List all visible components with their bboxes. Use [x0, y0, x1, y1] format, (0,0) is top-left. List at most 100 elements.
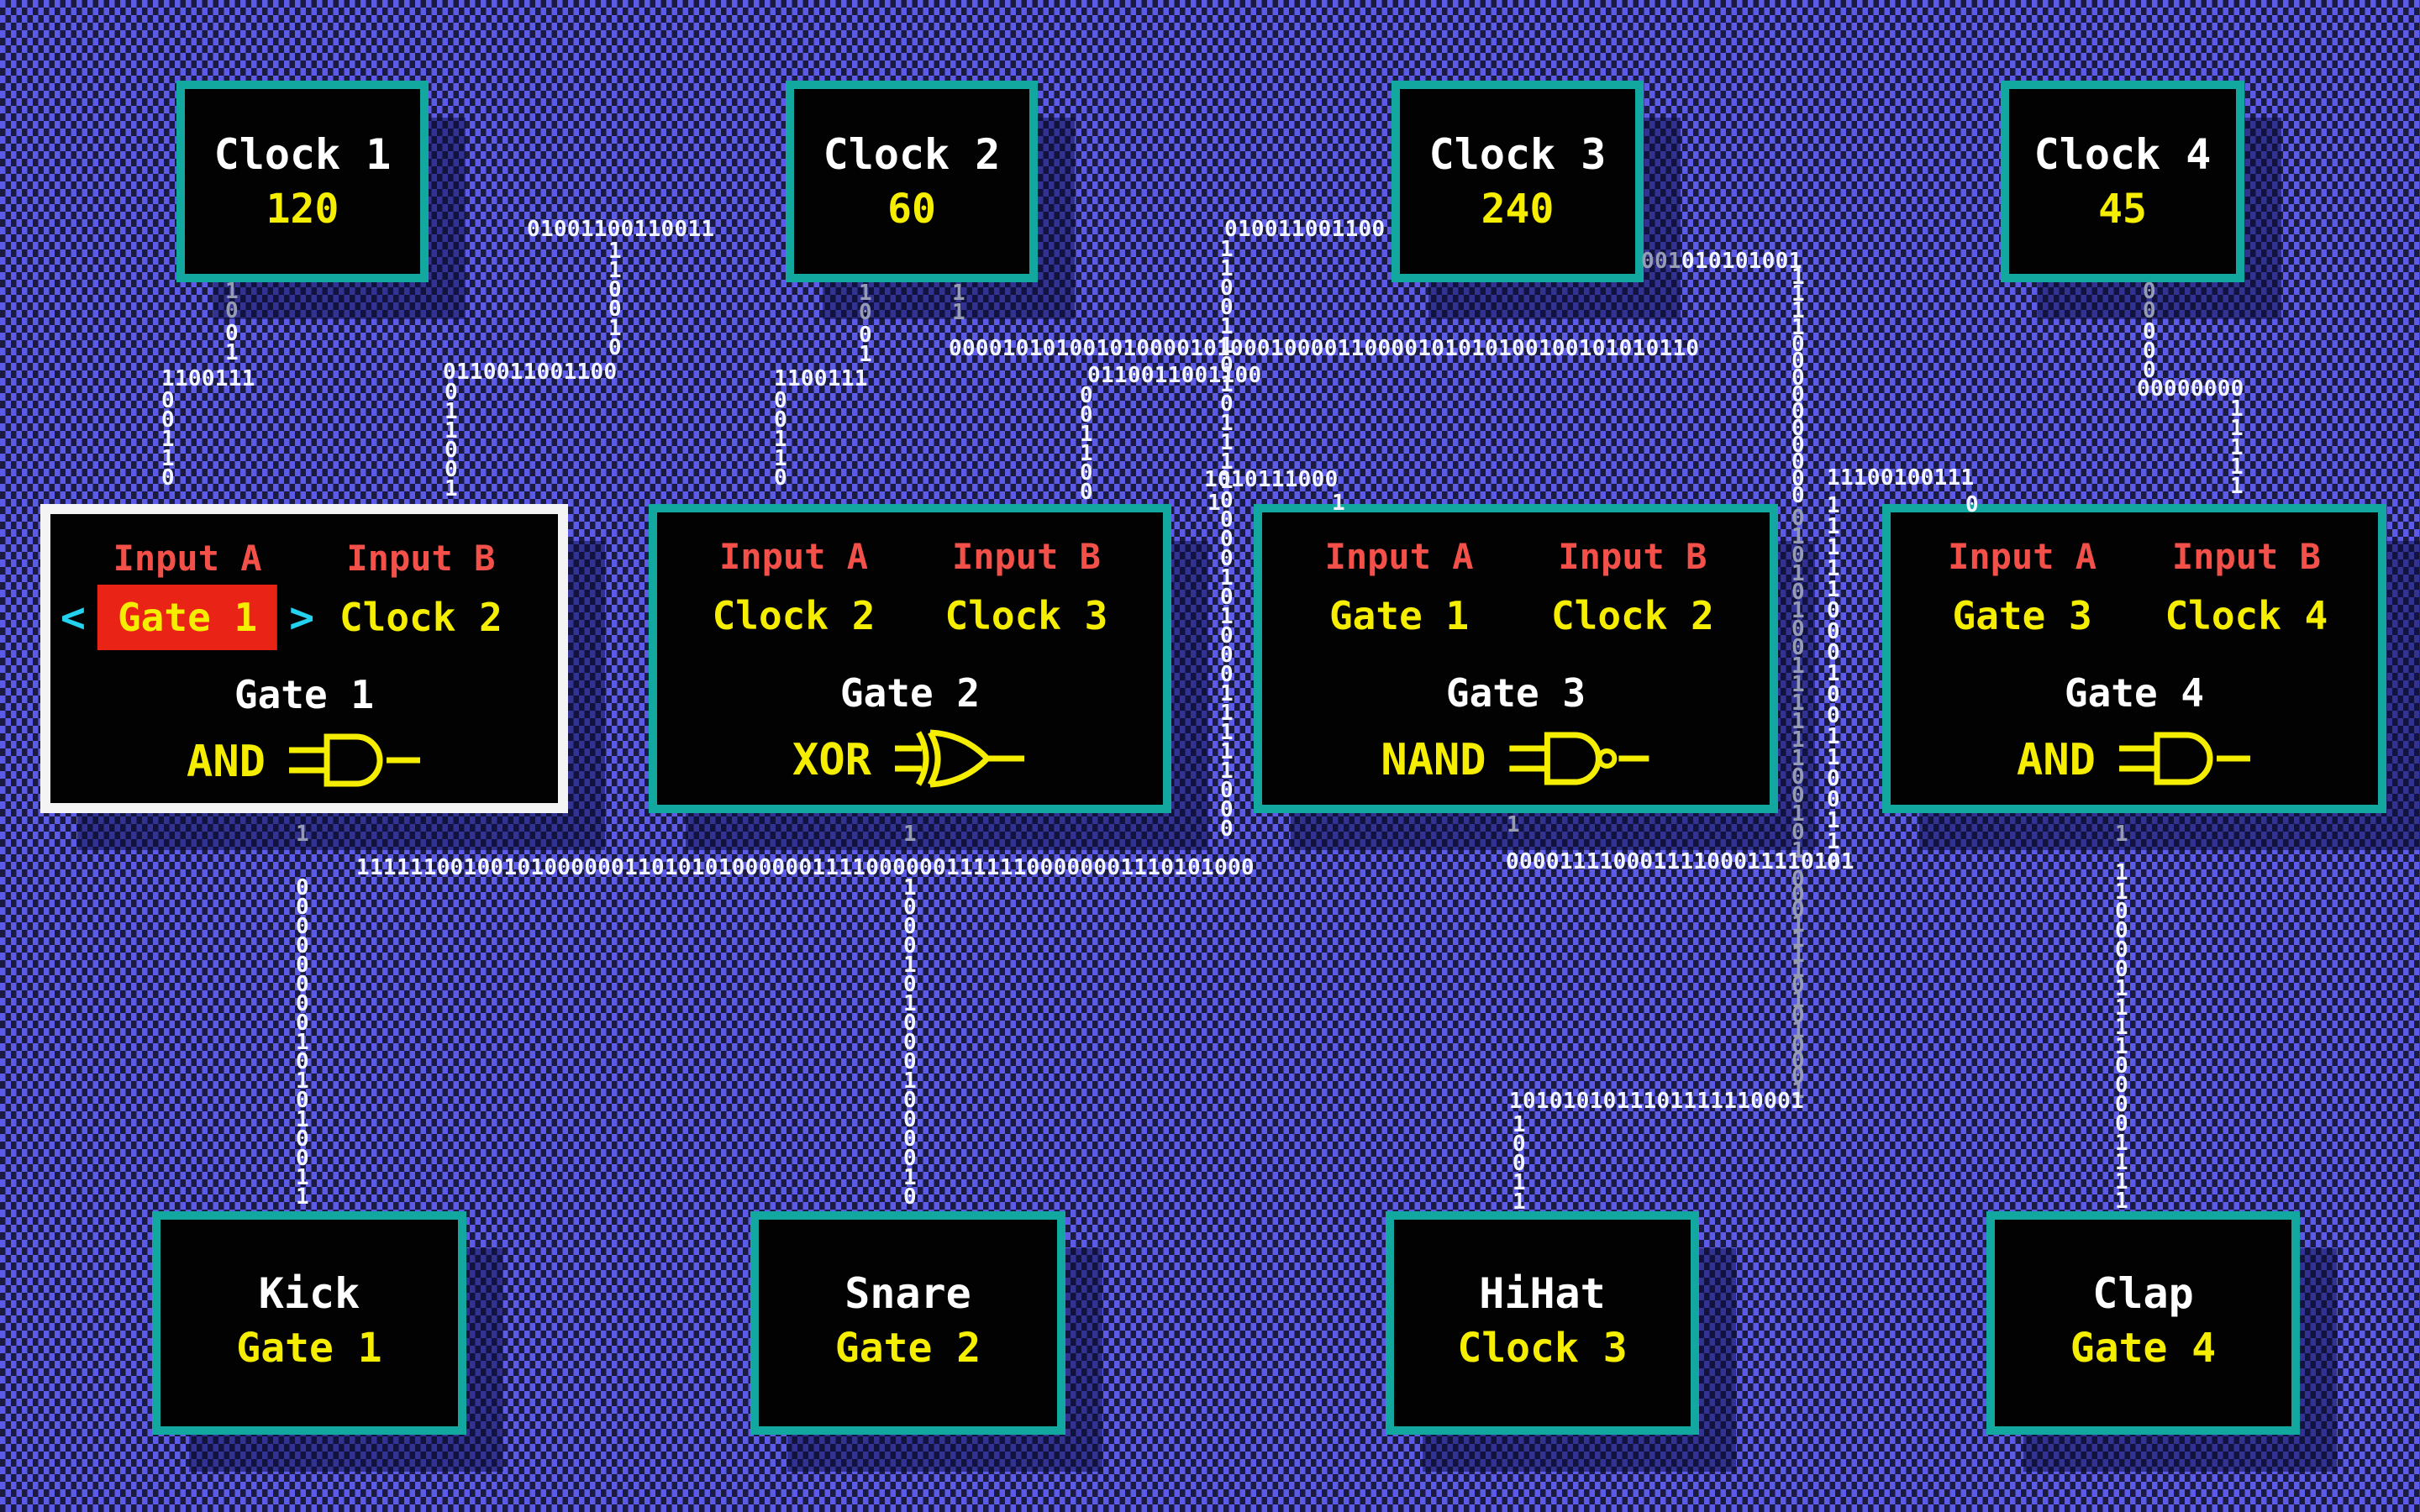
- gate-type-selector[interactable]: AND: [187, 737, 266, 787]
- binary-stream: 110010: [608, 239, 622, 360]
- input-b-label: Input B: [1558, 536, 1707, 577]
- binary-stream: 00000000: [2137, 376, 2244, 402]
- and-gate-icon: [2118, 729, 2252, 791]
- drum-name: Snare: [844, 1269, 971, 1318]
- binary-stream: 1100111: [161, 366, 255, 391]
- binary-stream: 11110000000000: [1791, 265, 1805, 508]
- input-b-selector[interactable]: Clock 2: [1550, 593, 1714, 638]
- drum-name: HiHat: [1479, 1269, 1606, 1318]
- gate-type-selector[interactable]: AND: [2017, 735, 2096, 785]
- binary-stream: 010101001: [1681, 249, 1802, 274]
- binary-stream: 10: [225, 279, 239, 323]
- binary-stream: 00001111000111100011110101: [1506, 849, 1854, 874]
- gate-name: Gate 2: [839, 670, 981, 716]
- binary-stream: 010011001100: [1224, 217, 1386, 242]
- input-a-selector[interactable]: Clock 2: [712, 593, 876, 638]
- input-a-label: Input A: [1324, 536, 1474, 577]
- binary-stream: 00110: [774, 388, 787, 491]
- binary-stream: 011001: [445, 380, 458, 501]
- input-a-selector[interactable]: Gate 3: [1952, 593, 2092, 638]
- binary-stream: 1: [1507, 812, 1520, 837]
- input-a-selector[interactable]: <Gate 1>: [49, 585, 326, 650]
- clock-module-1[interactable]: Clock 1 120: [176, 81, 429, 282]
- drum-source-selector[interactable]: Gate 2: [834, 1325, 981, 1372]
- binary-stream: 001: [1641, 249, 1681, 274]
- binary-stream: 1: [1207, 491, 1221, 516]
- binary-stream: 000: [2143, 319, 2156, 383]
- binary-stream: 0000101010010100001010001000011000010101…: [949, 336, 1700, 361]
- input-b-selector[interactable]: Clock 4: [2165, 593, 2328, 638]
- drum-source-selector[interactable]: Gate 1: [236, 1325, 382, 1372]
- clock-name: Clock 4: [2033, 130, 2212, 179]
- binary-stream: 0101010011111100101: [1791, 506, 1805, 864]
- gate-module-4[interactable]: Input A Input B Gate 3 Clock 4 Gate 4 AND: [1882, 504, 2386, 813]
- binary-stream: 1010111000: [1204, 467, 1339, 492]
- clock-module-2[interactable]: Clock 2 60: [786, 81, 1038, 282]
- input-b-selector[interactable]: Clock 3: [944, 593, 1108, 638]
- binary-stream: 1100110101111000010100011111000: [1220, 237, 1234, 842]
- binary-stream: 00000000101010011: [296, 875, 309, 1210]
- binary-stream: 01: [859, 323, 872, 367]
- clock-name: Clock 1: [213, 130, 392, 179]
- prev-option-arrow[interactable]: <: [60, 593, 86, 642]
- clock-name: Clock 2: [823, 130, 1001, 179]
- binary-stream: 01001100110011: [527, 217, 715, 242]
- input-a-value: Gate 1: [97, 585, 278, 650]
- binary-stream: 110000111100001111: [2115, 860, 2128, 1214]
- binary-stream: 111110001001100110: [1827, 493, 1840, 875]
- input-b-label: Input B: [2171, 536, 2321, 577]
- input-a-selector[interactable]: Gate 1: [1328, 593, 1470, 638]
- input-a-label: Input A: [113, 538, 262, 579]
- clock-bpm-value[interactable]: 45: [2098, 186, 2147, 233]
- clock-module-3[interactable]: Clock 3 240: [1392, 81, 1644, 282]
- binary-stream: 01: [225, 321, 239, 365]
- drum-source-selector[interactable]: Clock 3: [1457, 1325, 1628, 1372]
- binary-stream: 00110: [161, 388, 175, 491]
- next-option-arrow[interactable]: >: [289, 593, 315, 642]
- binary-stream: 10: [859, 281, 872, 325]
- binary-stream: 1: [903, 822, 917, 847]
- binary-stream: 1: [2115, 822, 2128, 847]
- binary-stream: 10011: [1512, 1112, 1526, 1215]
- gate-name: Gate 4: [2064, 670, 2205, 716]
- clock-bpm-value[interactable]: 240: [1481, 186, 1555, 233]
- input-a-label: Input A: [1948, 536, 2097, 577]
- gate-type-selector[interactable]: XOR: [792, 735, 871, 785]
- xor-gate-icon: [893, 729, 1028, 791]
- binary-stream: 00: [2143, 279, 2156, 323]
- clock-module-4[interactable]: Clock 4 45: [2001, 81, 2244, 282]
- input-b-label: Input B: [951, 536, 1101, 577]
- clock-bpm-value[interactable]: 60: [887, 186, 936, 233]
- input-b-label: Input B: [346, 538, 496, 579]
- and-gate-icon: [287, 731, 422, 793]
- binary-stream: 1111110010010100000011010101000000111100…: [356, 855, 1255, 880]
- binary-stream: 1: [1332, 491, 1345, 516]
- binary-stream: 11111: [2230, 396, 2244, 499]
- binary-stream: 1: [296, 822, 309, 847]
- gate-type-selector[interactable]: NAND: [1381, 735, 1486, 785]
- drum-name: Clap: [2092, 1269, 2194, 1318]
- binary-stream: 1100111: [774, 366, 868, 391]
- clock-name: Clock 3: [1428, 130, 1607, 179]
- nand-gate-icon: [1508, 729, 1651, 791]
- binary-stream: 001100: [1080, 383, 1093, 505]
- binary-stream: 0110011001100: [443, 360, 618, 385]
- gate-module-2[interactable]: Input A Input B Clock 2 Clock 3 Gate 2 XOR: [649, 504, 1171, 813]
- binary-stream: 11100100111: [1827, 465, 1975, 491]
- drum-name: Kick: [258, 1269, 360, 1318]
- clock-bpm-value[interactable]: 120: [266, 186, 339, 233]
- binary-stream: 0110011001100: [1087, 363, 1262, 388]
- input-a-label: Input A: [719, 536, 869, 577]
- gate-name: Gate 1: [234, 672, 375, 717]
- binary-stream: 000111101010001: [1791, 867, 1805, 1104]
- input-b-selector[interactable]: Clock 2: [339, 595, 502, 640]
- drum-source-selector[interactable]: Gate 4: [2070, 1325, 2217, 1372]
- binary-stream: 10001010001000010: [903, 875, 917, 1210]
